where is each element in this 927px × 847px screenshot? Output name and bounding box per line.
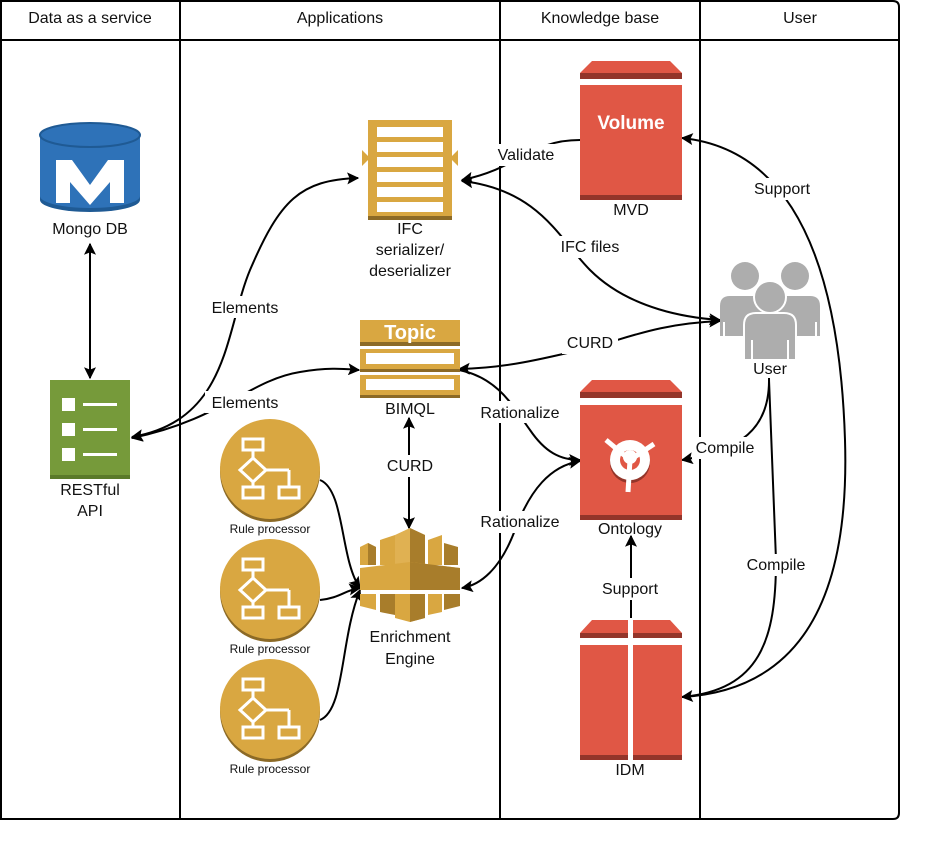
- bimql-header: Topic: [384, 322, 436, 344]
- edge-label-curd-user: CURD: [567, 335, 613, 352]
- edge-label-rationalize-bimql: Rationalize: [480, 405, 559, 422]
- swimlane-frame: Data as a service Applications Knowledge…: [0, 0, 900, 820]
- edge-elements-bimql: [130, 363, 361, 442]
- serializer-icon: [362, 120, 458, 220]
- node-enrichment-engine[interactable]: Enrichment Engine: [360, 528, 460, 668]
- node-rule-processor[interactable]: Rule processor: [220, 539, 320, 656]
- rule-processor-label: Rule processor: [230, 642, 311, 656]
- topic-queue-icon: Topic: [360, 320, 460, 398]
- frame-border: [0, 0, 900, 820]
- node-mvd[interactable]: Volume MVD: [580, 61, 682, 219]
- ontology-icon: [580, 380, 682, 520]
- list-document-icon: [50, 380, 130, 479]
- node-mongodb[interactable]: Mongo DB: [39, 122, 141, 238]
- node-user[interactable]: User: [720, 262, 820, 378]
- split-volume-icon: [580, 620, 682, 760]
- volume-icon: Volume: [580, 61, 682, 200]
- ifc-label-line2: serializer/: [376, 242, 445, 259]
- edge-compile-idm: [680, 379, 778, 703]
- edges: [84, 133, 847, 721]
- node-ontology[interactable]: Ontology: [580, 380, 682, 538]
- ifc-label-line1: IFC: [397, 221, 423, 238]
- flowchart-circle-icon: [220, 419, 320, 522]
- database-icon: [39, 122, 141, 212]
- lane-title-applications: Applications: [297, 10, 383, 27]
- bimql-label: BIMQL: [385, 401, 435, 418]
- edge-rule1-engine: [319, 479, 361, 589]
- lane-title-data-service: Data as a service: [28, 10, 152, 27]
- edge-rule3-engine: [319, 588, 362, 721]
- edge-label-support-mvd: Support: [754, 181, 811, 198]
- engine-cubes-icon: [360, 528, 460, 622]
- users-group-icon: [720, 262, 820, 361]
- lane-title-knowledge-base: Knowledge base: [541, 10, 659, 27]
- edge-label-ifc-files: IFC files: [561, 239, 620, 256]
- edge-label-elements-bimql: Elements: [212, 395, 279, 412]
- user-label: User: [753, 361, 787, 378]
- restful-api-label-line2: API: [77, 503, 103, 520]
- mongodb-label: Mongo DB: [52, 221, 128, 238]
- rule-processor-label: Rule processor: [230, 522, 311, 536]
- edge-rationalize-bimql: [458, 369, 582, 466]
- edge-rule2-engine: [319, 583, 362, 601]
- engine-label-line1: Enrichment: [370, 629, 451, 646]
- mvd-header: Volume: [597, 113, 664, 134]
- node-restful-api[interactable]: RESTful API: [50, 380, 130, 520]
- edge-labels: Elements Elements Validate IFC files CUR…: [205, 144, 816, 600]
- node-ifc-serializer[interactable]: IFC serializer/ deserializer: [362, 120, 458, 280]
- edge-label-elements-ifc: Elements: [212, 300, 279, 317]
- lane-title-user: User: [783, 10, 817, 27]
- engine-label-line2: Engine: [385, 651, 435, 668]
- edge-ifc-files: [460, 176, 722, 326]
- edge-label-compile-idm: Compile: [747, 557, 806, 574]
- edge-label-compile-ontology: Compile: [696, 440, 755, 457]
- restful-api-label-line1: RESTful: [60, 482, 120, 499]
- node-bimql[interactable]: Topic BIMQL: [360, 320, 460, 418]
- edge-label-curd-engine: CURD: [387, 458, 433, 475]
- edge-support-mvd: [680, 133, 847, 698]
- node-rule-processor[interactable]: Rule processor: [220, 659, 320, 776]
- mvd-label: MVD: [613, 202, 649, 219]
- rule-processor-label: Rule processor: [230, 762, 311, 776]
- node-rule-processor[interactable]: Rule processor: [220, 419, 320, 536]
- ontology-label: Ontology: [598, 521, 662, 538]
- flowchart-circle-icon: [220, 539, 320, 642]
- flowchart-circle-icon: [220, 659, 320, 762]
- idm-label: IDM: [615, 762, 644, 779]
- edge-label-support-ontology: Support: [602, 581, 659, 598]
- node-idm[interactable]: IDM: [580, 620, 682, 779]
- edge-label-rationalize-engine: Rationalize: [480, 514, 559, 531]
- ifc-label-line3: deserializer: [369, 263, 451, 280]
- edge-label-validate: Validate: [498, 147, 555, 164]
